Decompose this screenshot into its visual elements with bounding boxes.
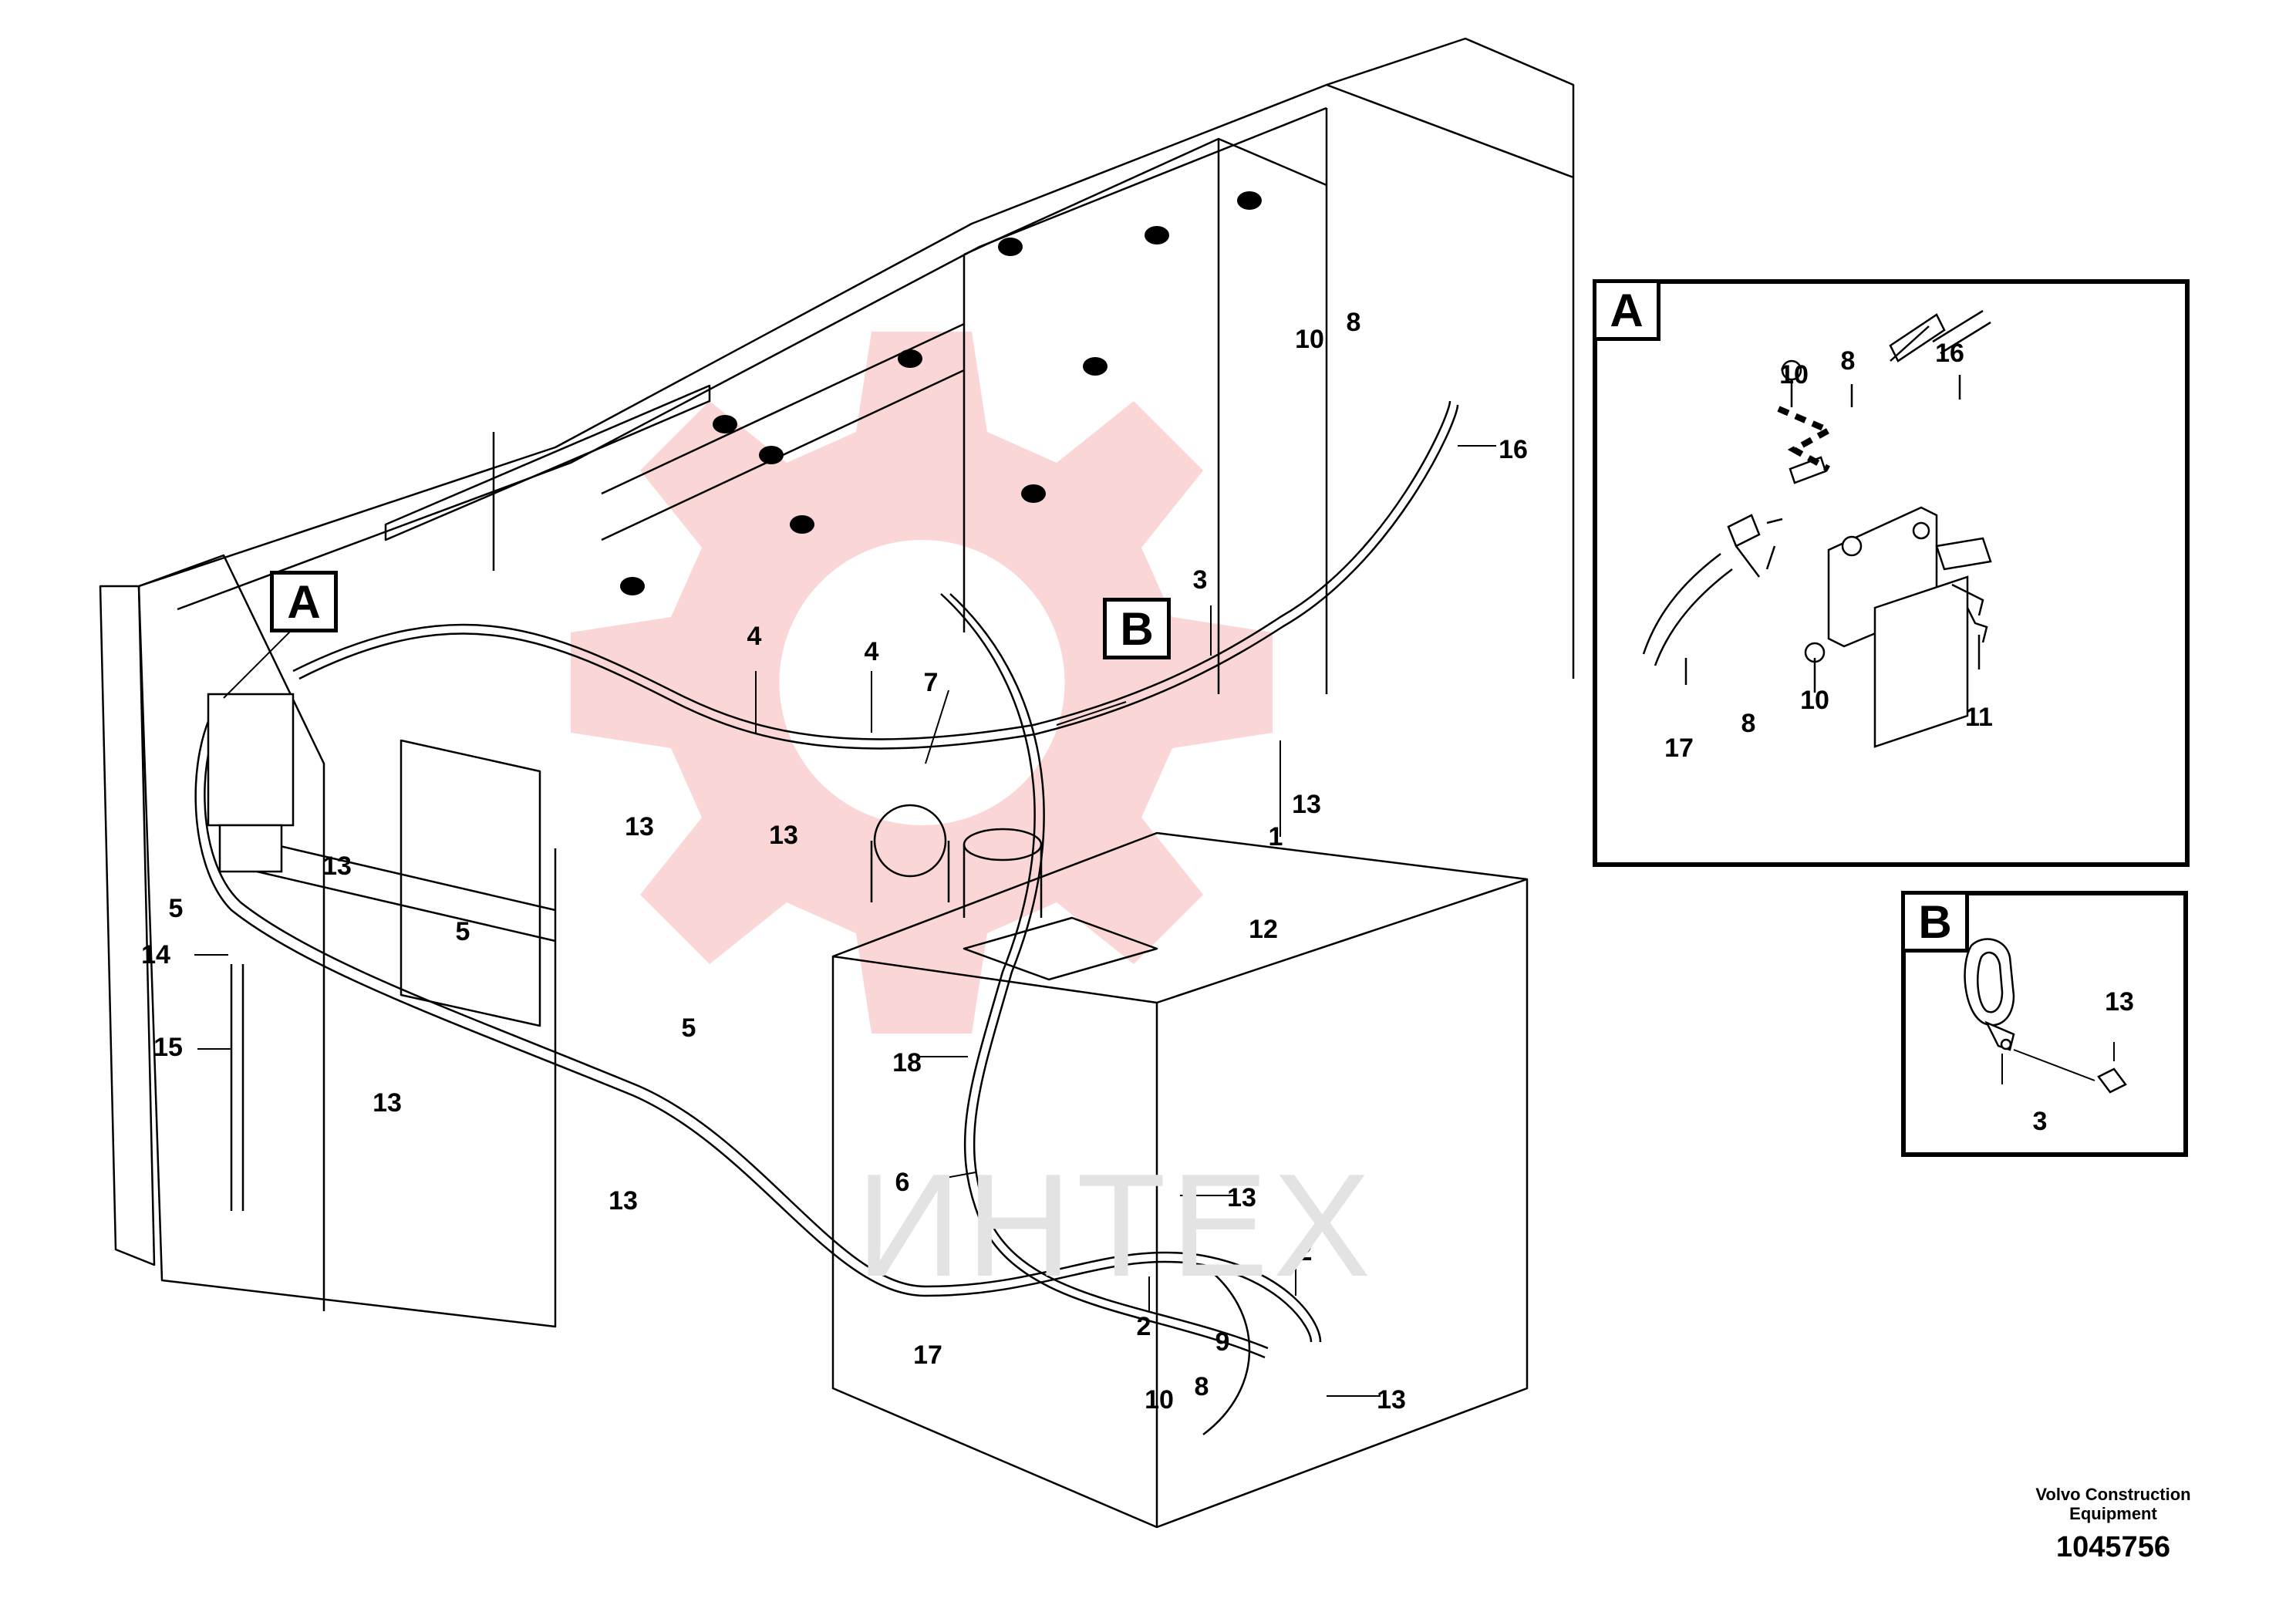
callout-14: 14 (141, 940, 170, 969)
callout-2-right: 2 (1297, 1237, 1313, 1266)
fuel-filter (207, 693, 295, 873)
credit-line2: Equipment (2069, 1504, 2157, 1523)
detail-a-callout-8-low: 8 (1741, 709, 1756, 738)
callout-8-bot: 8 (1194, 1372, 1209, 1401)
credit-company: Volvo Construction Equipment (2005, 1485, 2221, 1523)
detail-a-callout-10: 10 (1779, 360, 1809, 389)
callout-2-left: 2 (1136, 1312, 1151, 1341)
detail-a-callout-17: 17 (1664, 733, 1694, 763)
callout-1: 1 (1268, 822, 1283, 851)
callout-6: 6 (895, 1168, 910, 1197)
callout-15: 15 (153, 1033, 183, 1062)
detail-b-callout-3: 3 (2032, 1107, 2048, 1136)
detail-b-panel: B 13 3 (1901, 891, 2188, 1157)
view-a-label: A (270, 571, 338, 632)
callout-5-mid: 5 (455, 917, 470, 946)
callout-13-mid: 13 (373, 1088, 402, 1118)
detail-a-panel: A 10 (1593, 279, 2190, 867)
callout-12: 12 (1249, 915, 1278, 944)
detail-b-artwork (1964, 938, 2127, 1094)
detail-b-label: B (1901, 891, 1969, 953)
view-b-label: B (1103, 598, 1171, 659)
detail-a-artwork (1642, 309, 1992, 748)
callout-13-filter: 13 (322, 851, 352, 881)
detail-b-callout-13: 13 (2105, 987, 2134, 1017)
callout-3-mid: 3 (1192, 565, 1208, 595)
callout-13-bot: 13 (1377, 1385, 1406, 1415)
callout-13-tank: 13 (1227, 1183, 1256, 1212)
drawing-number: 1045756 (2056, 1531, 2170, 1563)
callout-18: 18 (892, 1048, 922, 1077)
watermark-gear-icon (571, 332, 1273, 1034)
callout-7: 7 (923, 668, 939, 697)
detail-a-callout-10-low: 10 (1800, 686, 1829, 715)
callout-5-low: 5 (681, 1013, 696, 1043)
detail-a-callout-16: 16 (1935, 339, 1964, 368)
callout-10-top: 10 (1295, 325, 1324, 354)
callout-8-top: 8 (1346, 308, 1361, 337)
callout-16-top: 16 (1499, 435, 1528, 464)
leader-lines (194, 445, 1496, 1397)
callout-10-bot: 10 (1145, 1385, 1174, 1415)
callout-13-b: 13 (769, 821, 798, 850)
callout-13-a: 13 (625, 812, 654, 841)
callout-9: 9 (1215, 1327, 1230, 1357)
callout-13-c: 13 (1292, 790, 1321, 819)
detail-a-callout-8: 8 (1840, 346, 1856, 376)
machine-frame (99, 37, 1575, 1529)
callout-13-low: 13 (609, 1186, 638, 1216)
detail-a-callout-11: 11 (1965, 703, 1993, 732)
callout-17: 17 (913, 1340, 942, 1370)
watermark-text: ИНТЕХ (856, 1144, 1376, 1307)
callout-5-filter: 5 (168, 894, 184, 923)
callout-4-left: 4 (747, 622, 762, 651)
fuel-hoses (194, 400, 1459, 1435)
credit-line1: Volvo Construction (2035, 1485, 2191, 1504)
callout-4-right: 4 (864, 637, 879, 666)
detail-a-label: A (1593, 279, 1660, 341)
